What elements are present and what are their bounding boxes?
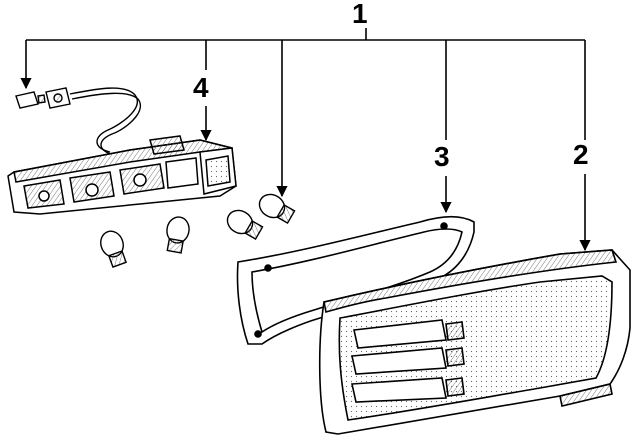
- callout-1: 1: [352, 0, 368, 29]
- callout-4: 4: [193, 72, 209, 103]
- bulb-2: [166, 216, 190, 254]
- bulb-3: [226, 209, 264, 241]
- bulb-4: [258, 193, 296, 225]
- lens: [318, 249, 631, 435]
- bulb-1: [100, 230, 127, 268]
- wedge-bulb: [15, 91, 46, 109]
- callout-2: 2: [573, 139, 589, 170]
- socket-and-wire: [45, 87, 141, 156]
- lamp-socket-housing: [7, 135, 237, 215]
- leader-lines: [20, 28, 591, 252]
- callout-3: 3: [434, 141, 450, 172]
